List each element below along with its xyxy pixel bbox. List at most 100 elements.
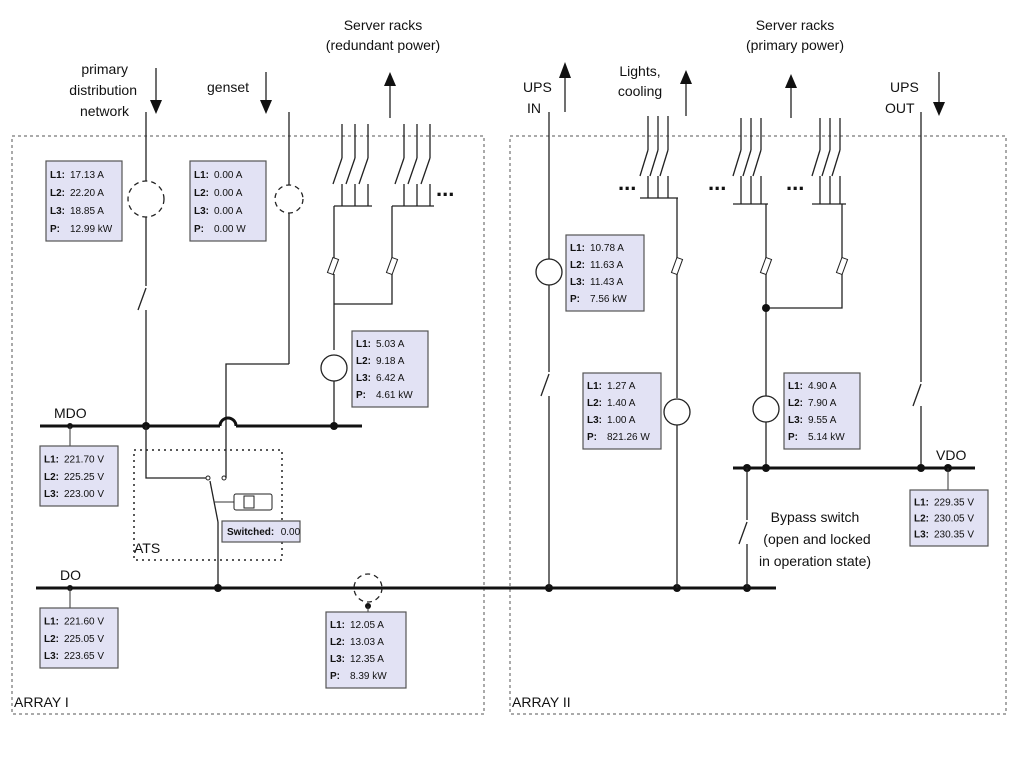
meter-value: 221.60 V xyxy=(64,616,104,627)
svg-text:Switched: 0.00: Switched: 0.00 xyxy=(227,522,301,539)
meter-key: L1: xyxy=(44,616,59,627)
meter-key: L2: xyxy=(788,398,803,409)
meter-value: 12.99 kW xyxy=(70,224,113,235)
rack-fuses xyxy=(320,256,399,426)
meter-key: P: xyxy=(570,294,580,305)
racks-primary-meter: L1:4.90 AL2:7.90 AL3:9.55 AP:5.14 kW xyxy=(783,372,861,450)
meter-value: 22.20 A xyxy=(70,188,104,199)
meter-value: 230.05 V xyxy=(934,514,974,525)
ats-status-box: Switched: 0.00 xyxy=(221,520,301,543)
meter-value: 18.85 A xyxy=(70,206,104,217)
svg-text:Lights,: Lights, xyxy=(619,63,660,79)
ups-in-feeder xyxy=(535,112,563,588)
arrow-icon xyxy=(150,68,162,114)
meter-key: P: xyxy=(194,224,204,235)
meter-key: L1: xyxy=(788,381,803,392)
meter-box xyxy=(325,611,407,689)
meter-value: 12.35 A xyxy=(350,654,384,665)
meter-value: 229.35 V xyxy=(934,498,974,509)
meter-key: L2: xyxy=(44,472,59,483)
meter-value: 0.00 W xyxy=(214,224,246,235)
svg-text:Server racks: Server racks xyxy=(756,17,835,33)
meter-key: L1: xyxy=(356,339,371,350)
meter-key: L1: xyxy=(914,498,929,509)
meter-box xyxy=(909,489,989,547)
arrow-icon xyxy=(384,72,396,118)
svg-text:distribution: distribution xyxy=(69,82,137,98)
meter-key: L2: xyxy=(356,356,371,367)
meter-value: 1.40 A xyxy=(607,398,636,409)
meter-key: L2: xyxy=(50,188,65,199)
array-2-frame xyxy=(509,135,1007,715)
meter-key: L2: xyxy=(587,398,602,409)
more-racks-ellipsis: ... xyxy=(786,170,804,195)
meter-value: 12.05 A xyxy=(350,620,384,631)
meter-value: 5.14 kW xyxy=(808,432,845,443)
meter-box xyxy=(189,160,267,242)
mdo-voltage-meter: L1:221.70 VL2:225.25 VL3:223.00 V xyxy=(39,445,119,507)
meter-value: 0.00 A xyxy=(214,188,243,199)
meter-box xyxy=(39,607,119,669)
meter-key: L3: xyxy=(570,277,585,288)
meter-key: L1: xyxy=(587,381,602,392)
genset-feeder xyxy=(225,112,304,478)
array-1-frame xyxy=(11,135,485,715)
meter-value: 230.35 V xyxy=(934,530,974,541)
meter-value: 7.90 A xyxy=(808,398,837,409)
meter-key: P: xyxy=(50,224,60,235)
meter-value: 13.03 A xyxy=(350,637,384,648)
meter-value: 17.13 A xyxy=(70,170,104,181)
meter-key: L2: xyxy=(194,188,209,199)
meter-value: 11.63 A xyxy=(590,260,624,271)
arrow-icon xyxy=(559,62,571,112)
meter-value: 0.00 A xyxy=(214,206,243,217)
svg-text:UPS: UPS xyxy=(890,79,919,95)
arrow-icon xyxy=(785,74,797,118)
meter-value: 223.65 V xyxy=(64,651,104,662)
rack-breaker-group xyxy=(332,124,372,258)
meter-value: 4.61 kW xyxy=(376,390,413,401)
meter-key: L3: xyxy=(194,206,209,217)
racks-redundant-meter: L1:5.03 AL2:9.18 AL3:6.42 AP:4.61 kW xyxy=(351,330,429,408)
meter-value: 8.39 kW xyxy=(350,671,387,682)
meter-key: L3: xyxy=(44,651,59,662)
more-racks-ellipsis: ... xyxy=(436,176,454,201)
meter-box xyxy=(351,330,429,408)
meter-key: L3: xyxy=(330,654,345,665)
meter-key: L1: xyxy=(44,454,59,465)
do-bus xyxy=(36,573,776,612)
primary-current-meter: L1:17.13 AL2:22.20 AL3:18.85 AP:12.99 kW xyxy=(45,160,123,242)
ups-out-label: UPS OUT xyxy=(885,79,919,116)
svg-text:network: network xyxy=(80,103,130,119)
genset-current-meter: L1:0.00 AL2:0.00 AL3:0.00 AP:0.00 W xyxy=(189,160,267,242)
meter-box xyxy=(45,160,123,242)
meter-value: 9.55 A xyxy=(808,415,837,426)
meter-value: 1.00 A xyxy=(607,415,636,426)
svg-text:cooling: cooling xyxy=(618,83,662,99)
mdo-bus xyxy=(40,416,362,448)
svg-text:UPS: UPS xyxy=(523,79,552,95)
meter-key: L3: xyxy=(44,489,59,500)
rack-breaker-group xyxy=(811,118,846,258)
meter-value: 7.56 kW xyxy=(590,294,627,305)
meter-value: 1.27 A xyxy=(607,381,636,392)
meter-key: L1: xyxy=(330,620,345,631)
arrow-icon xyxy=(933,72,945,116)
svg-text:IN: IN xyxy=(527,100,541,116)
do-feed-meter: L1:12.05 AL2:13.03 AL3:12.35 AP:8.39 kW xyxy=(325,611,407,689)
mdo-label: MDO xyxy=(54,405,87,421)
meter-value: 0.00 A xyxy=(214,170,243,181)
primary-feeder xyxy=(127,112,165,426)
svg-text:(primary power): (primary power) xyxy=(746,37,844,53)
ups-in-meter: L1:10.78 AL2:11.63 AL3:11.43 AP:7.56 kW xyxy=(565,234,645,312)
rack-breaker-group xyxy=(732,118,768,258)
more-racks-ellipsis: ... xyxy=(708,170,726,195)
array-1-label: ARRAY I xyxy=(14,694,69,710)
svg-text:Server racks: Server racks xyxy=(344,17,423,33)
meter-key: L3: xyxy=(587,415,602,426)
arrow-icon xyxy=(260,72,272,114)
meter-value: 9.18 A xyxy=(376,356,405,367)
racks-primary-label: Server racks (primary power) xyxy=(746,17,844,53)
meter-key: P: xyxy=(356,390,366,401)
